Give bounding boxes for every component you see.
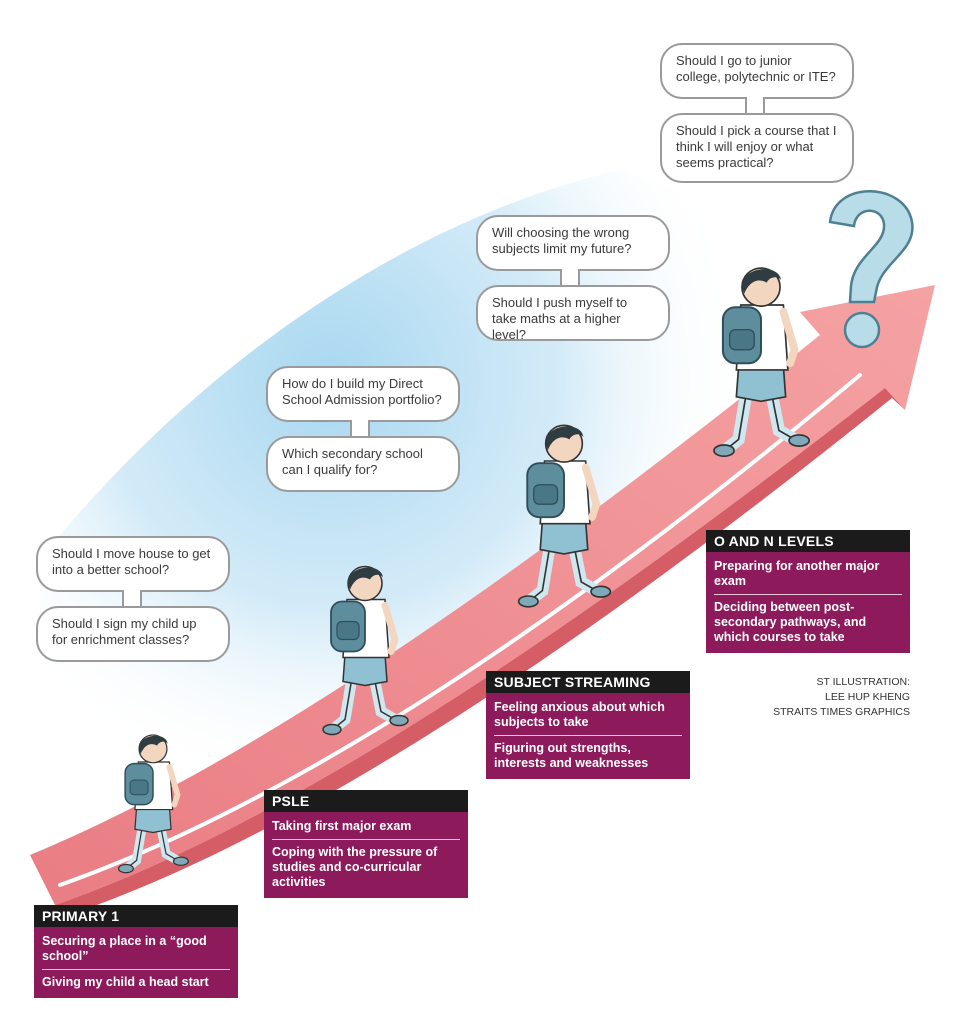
stage-title: PSLE — [264, 790, 468, 812]
stage-item: Preparing for another major exam — [714, 559, 880, 588]
sky-glow — [40, 170, 760, 880]
credit-line: LEE HUP KHENG — [825, 691, 910, 703]
stage-item: Taking first major exam — [272, 819, 412, 833]
question-bubble: Which secondary school can I qualify for… — [266, 436, 460, 492]
stage-body: Securing a place in a “good school” Givi… — [34, 927, 238, 998]
question-bubble: Should I pick a course that I think I wi… — [660, 113, 854, 183]
stage-title: PRIMARY 1 — [34, 905, 238, 927]
question-bubble: Should I go to junior college, polytechn… — [660, 43, 854, 99]
credit-line: ST ILLUSTRATION: — [816, 676, 910, 688]
bubble-connector — [122, 590, 142, 608]
stage-body: Feeling anxious about which subjects to … — [486, 693, 690, 779]
stage-item: Securing a place in a “good school” — [42, 934, 207, 963]
stage-title: SUBJECT STREAMING — [486, 671, 690, 693]
stage-body: Preparing for another major exam Decidin… — [706, 552, 910, 653]
stage-body: Taking first major exam Coping with the … — [264, 812, 468, 898]
stage-o-and-n-levels: O AND N LEVELS Preparing for another maj… — [706, 530, 910, 653]
stage-item: Feeling anxious about which subjects to … — [494, 700, 665, 729]
stage-item: Giving my child a head start — [42, 969, 230, 993]
stage-psle: PSLE Taking first major exam Coping with… — [264, 790, 468, 898]
illustration-credit: ST ILLUSTRATION: LEE HUP KHENG STRAITS T… — [760, 675, 910, 720]
question-mark-icon — [828, 190, 914, 349]
stage-item: Coping with the pressure of studies and … — [272, 839, 460, 893]
bubble-connector — [560, 269, 580, 287]
question-bubble: Should I push myself to take maths at a … — [476, 285, 670, 342]
bubble-connector — [350, 420, 370, 438]
question-bubble: Will choosing the wrong subjects limit m… — [476, 215, 670, 271]
stage-primary-1: PRIMARY 1 Securing a place in a “good sc… — [34, 905, 238, 998]
question-bubble: How do I build my Direct School Admissio… — [266, 366, 460, 422]
stage-subject-streaming: SUBJECT STREAMING Feeling anxious about … — [486, 671, 690, 779]
stage-title: O AND N LEVELS — [706, 530, 910, 552]
credit-line: STRAITS TIMES GRAPHICS — [773, 706, 910, 718]
stage-item: Figuring out strengths, interests and we… — [494, 735, 682, 774]
bubble-connector — [745, 97, 765, 115]
stage-item: Deciding between post-secondary pathways… — [714, 594, 902, 648]
question-bubble: Should I sign my child up for enrichment… — [36, 606, 230, 662]
question-bubble: Should I move house to get into a better… — [36, 536, 230, 592]
